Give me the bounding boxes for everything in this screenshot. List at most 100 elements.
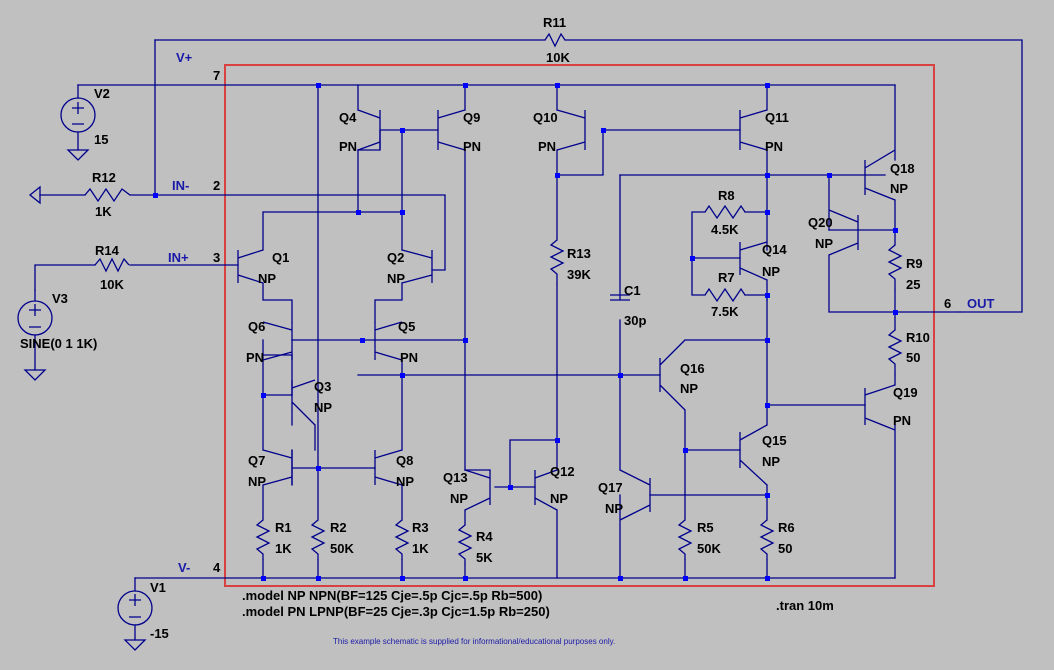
v2-symbol [60, 97, 96, 133]
c1-name: C1 [624, 283, 641, 298]
q13-model: NP [450, 491, 468, 506]
q6-name: Q6 [248, 319, 265, 334]
r2-value: 50K [330, 541, 354, 556]
r8-symbol [704, 204, 746, 220]
v3-ground [23, 369, 47, 381]
q16-model: NP [680, 381, 698, 396]
q4-model: PN [339, 139, 357, 154]
net-in-plus: IN+ [168, 250, 189, 265]
transistor-symbols [237, 109, 896, 521]
r4-value: 5K [476, 550, 493, 565]
q7-name: Q7 [248, 453, 265, 468]
q16-name: Q16 [680, 361, 705, 376]
r12-value: 1K [95, 204, 112, 219]
q20-name: Q20 [808, 215, 833, 230]
q20-model: NP [815, 236, 833, 251]
r3-value: 1K [412, 541, 429, 556]
q5-name: Q5 [398, 319, 415, 334]
q17-model: NP [605, 501, 623, 516]
q2-name: Q2 [387, 250, 404, 265]
r14-name: R14 [95, 243, 120, 258]
v1-symbol [117, 590, 153, 626]
r13-value: 39K [567, 267, 591, 282]
r14-symbol [94, 257, 130, 273]
r7-name: R7 [718, 270, 735, 285]
r10-symbol [887, 329, 903, 375]
r1-symbol [255, 519, 271, 560]
q15-name: Q15 [762, 433, 787, 448]
r9-name: R9 [906, 256, 923, 271]
r5-value: 50K [697, 541, 721, 556]
v1-ground [123, 639, 147, 651]
r12-name: R12 [92, 170, 116, 185]
q19-name: Q19 [893, 385, 918, 400]
r4-symbol [457, 524, 473, 565]
r14-value: 10K [100, 277, 124, 292]
q8-model: NP [396, 474, 414, 489]
q2-model: NP [387, 271, 405, 286]
r8-value: 4.5K [711, 222, 739, 237]
pin-2: 2 [213, 178, 220, 193]
r13-symbol [549, 239, 565, 285]
r6-value: 50 [778, 541, 792, 556]
r9-symbol [887, 244, 903, 290]
r10-name: R10 [906, 330, 930, 345]
q1-model: NP [258, 271, 276, 286]
q11-model: PN [765, 139, 783, 154]
model-pn-directive: .model PN LPNP(BF=25 Cje=.3p Cjc=1.5p Rb… [242, 604, 550, 619]
v2-value: 15 [94, 132, 108, 147]
r13-name: R13 [567, 246, 591, 261]
q3-name: Q3 [314, 379, 331, 394]
r5-symbol [677, 519, 693, 560]
q18-name: Q18 [890, 161, 915, 176]
r6-symbol [759, 519, 775, 560]
resistor-symbols [84, 32, 903, 565]
v2-ground [66, 149, 90, 161]
q15-model: NP [762, 454, 780, 469]
q13-name: Q13 [443, 470, 468, 485]
q10-name: Q10 [533, 110, 558, 125]
r1-value: 1K [275, 541, 292, 556]
c1-value: 30p [624, 313, 646, 328]
net-vplus: V+ [176, 50, 193, 65]
r8-name: R8 [718, 188, 735, 203]
q14-model: NP [762, 264, 780, 279]
v3-symbol [17, 300, 53, 336]
q3-model: NP [314, 400, 332, 415]
junction-dots [153, 83, 898, 581]
net-vminus: V- [178, 560, 190, 575]
net-in-minus: IN- [172, 178, 189, 193]
q9-name: Q9 [463, 110, 480, 125]
model-np-directive: .model NP NPN(BF=125 Cje=.5p Cjc=.5p Rb=… [242, 588, 542, 603]
r11-value: 10K [546, 50, 570, 65]
pin-4: 4 [213, 560, 221, 575]
q8-name: Q8 [396, 453, 413, 468]
q12-name: Q12 [550, 464, 575, 479]
q9-model: PN [463, 139, 481, 154]
ic-boundary-box [224, 64, 935, 587]
r4-name: R4 [476, 529, 493, 544]
r1-name: R1 [275, 520, 292, 535]
q4-name: Q4 [339, 110, 357, 125]
v3-name: V3 [52, 291, 68, 306]
r2-name: R2 [330, 520, 347, 535]
disclaimer-text: This example schematic is supplied for i… [333, 637, 615, 646]
q18-model: NP [890, 181, 908, 196]
q1-name: Q1 [272, 250, 289, 265]
q14-name: Q14 [762, 242, 787, 257]
q12-model: NP [550, 491, 568, 506]
component-labels: V2 15 V1 -15 V3 SINE(0 1 1K) R11 10K R12… [20, 15, 930, 641]
r3-symbol [394, 519, 410, 560]
pin-6: 6 [944, 296, 951, 311]
pin-3: 3 [213, 250, 220, 265]
r7-symbol [704, 287, 746, 303]
v3-value: SINE(0 1 1K) [20, 336, 97, 351]
wires [34, 39, 1023, 641]
spice-directives: .model NP NPN(BF=125 Cje=.5p Cjc=.5p Rb=… [242, 588, 834, 646]
r5-name: R5 [697, 520, 714, 535]
net-out: OUT [967, 296, 995, 311]
q10-model: PN [538, 139, 556, 154]
q17-name: Q17 [598, 480, 623, 495]
q7-model: NP [248, 474, 266, 489]
